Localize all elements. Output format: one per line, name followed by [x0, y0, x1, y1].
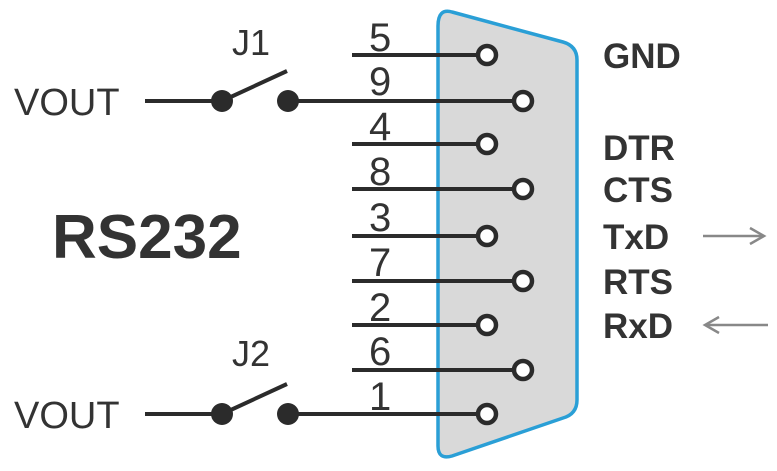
- vout-label-bottom: VOUT: [14, 395, 120, 437]
- db9-pins: [475, 43, 535, 426]
- rxd-in-arrow-icon: [702, 315, 768, 335]
- pin-number-2: 2: [369, 286, 391, 330]
- j1-lever: [221, 69, 288, 103]
- j2-switch-circuit: [145, 382, 487, 425]
- signal-rts: RTS: [603, 263, 673, 302]
- pin-9: [511, 89, 535, 113]
- j2-lever: [221, 382, 288, 416]
- signal-dtr: DTR: [603, 129, 675, 168]
- vout-label-top: VOUT: [14, 82, 120, 124]
- j1-switch-circuit: [145, 69, 523, 112]
- signal-txd: TxD: [603, 218, 669, 257]
- pin-1: [475, 402, 499, 426]
- signal-gnd: GND: [603, 37, 681, 76]
- pin-number-1: 1: [369, 375, 391, 419]
- pin-number-8: 8: [369, 150, 391, 194]
- signal-rxd: RxD: [603, 307, 673, 346]
- diagram-title: RS232: [52, 203, 242, 272]
- signal-labels: GND DTR CTS TxD RTS RxD: [603, 37, 681, 346]
- j2-contact-left: [211, 403, 233, 425]
- pin-number-9: 9: [369, 60, 391, 104]
- pin-number-5: 5: [369, 16, 391, 60]
- pin-number-6: 6: [369, 330, 391, 374]
- pin-number-labels: 5 9 4 8 3 7 2 6 1: [369, 16, 391, 419]
- pin-wires: [352, 53, 523, 372]
- pin-number-4: 4: [369, 105, 391, 149]
- txd-out-arrow-icon: [703, 226, 767, 246]
- j1-label: J1: [232, 22, 270, 63]
- pin-8: [511, 177, 535, 201]
- pin-3: [475, 224, 499, 248]
- pin-6: [511, 358, 535, 382]
- pin-number-3: 3: [369, 196, 391, 240]
- signal-cts: CTS: [603, 171, 673, 210]
- pin-2: [475, 313, 499, 337]
- j2-label: J2: [232, 333, 270, 374]
- pin-5: [475, 43, 499, 67]
- db9-connector-body: [436, 9, 579, 459]
- j1-contact-left: [211, 90, 233, 112]
- pin-7: [511, 269, 535, 293]
- pin-4: [475, 132, 499, 156]
- pin-number-7: 7: [369, 241, 391, 285]
